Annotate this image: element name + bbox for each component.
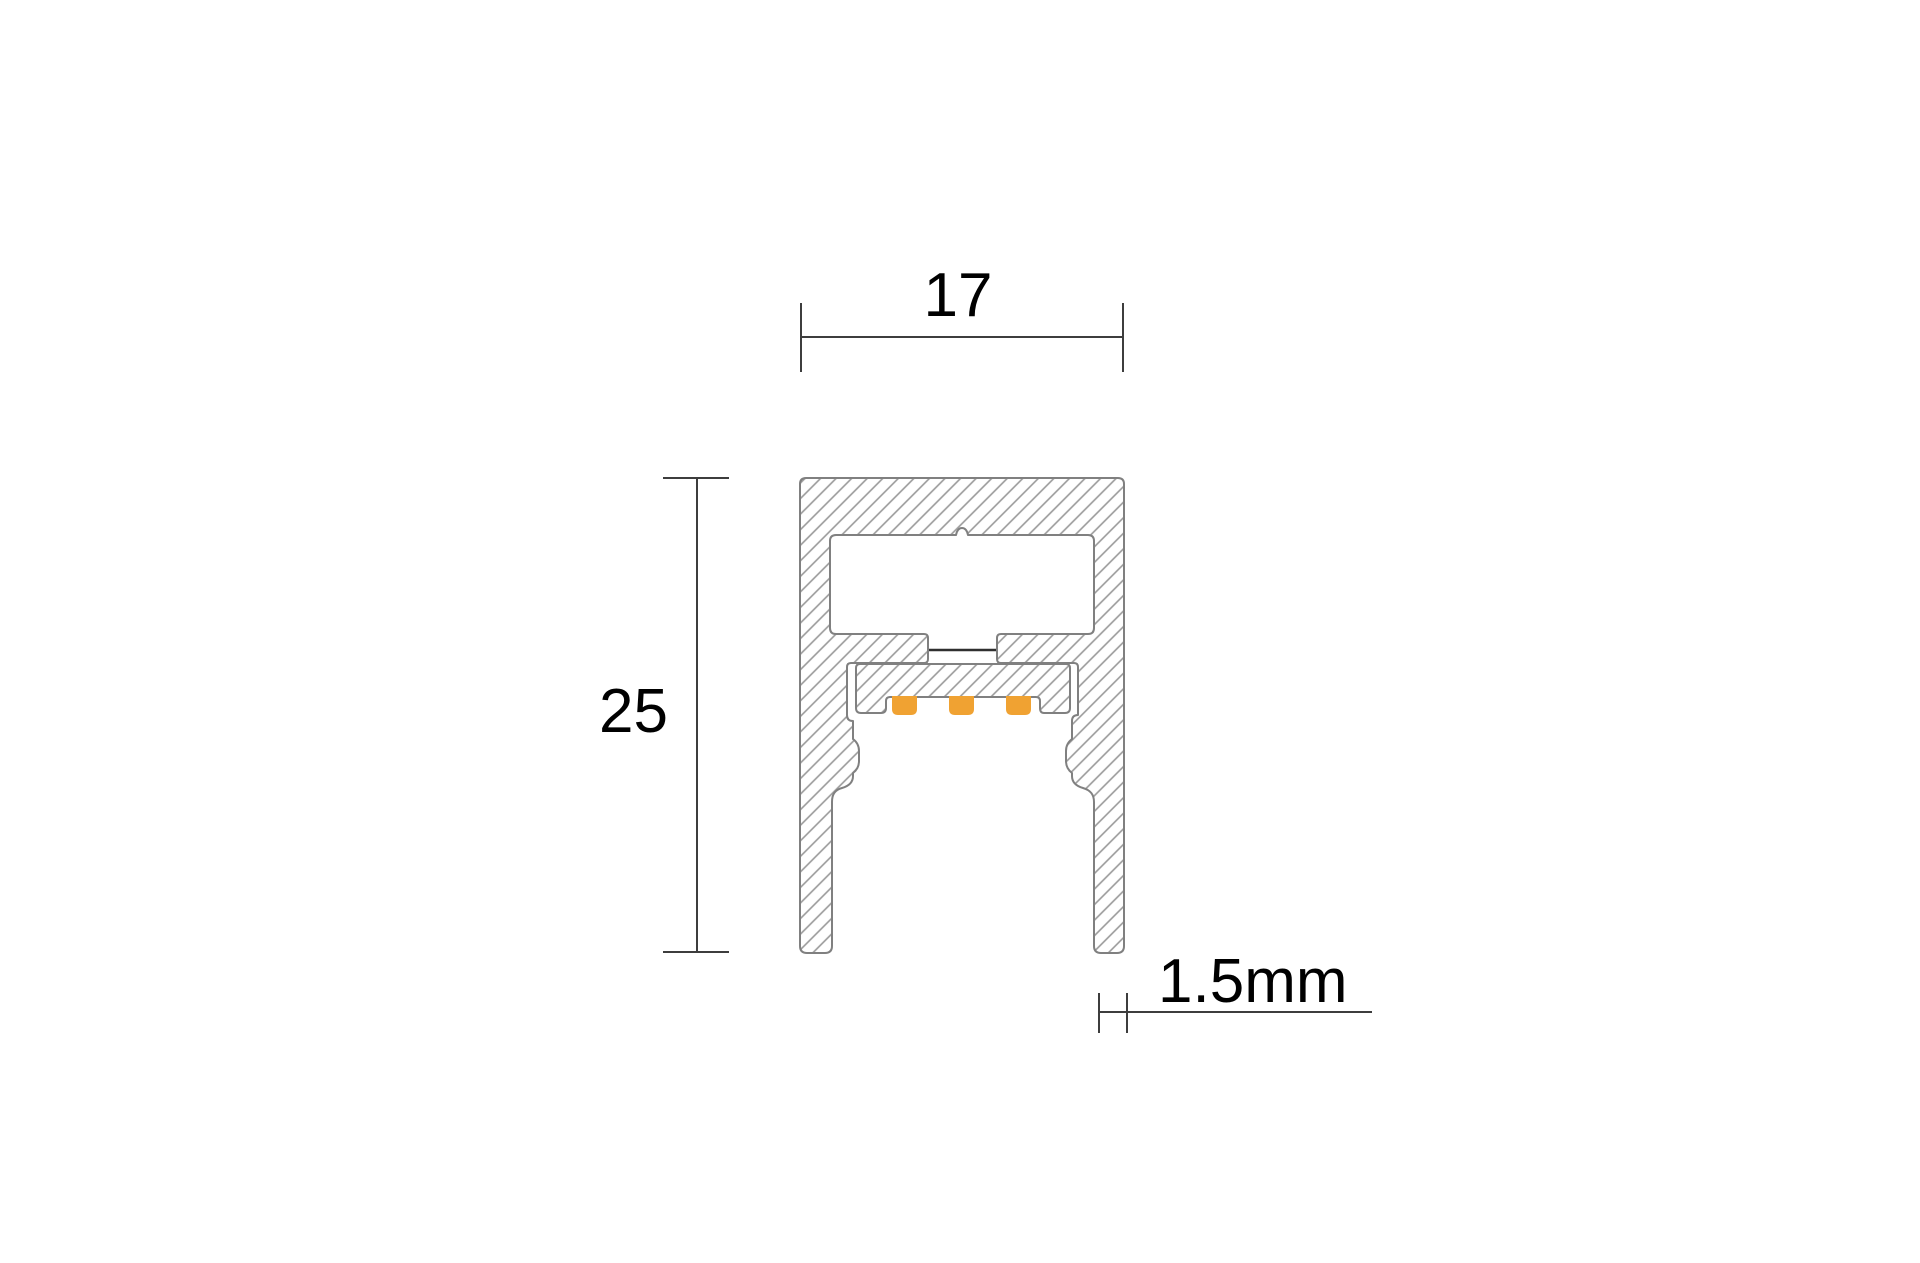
- dimension-wall-label: 1.5mm: [1158, 947, 1347, 1016]
- led-chip: [949, 696, 974, 715]
- led-chip: [1006, 696, 1031, 715]
- dimension-height-label: 25: [599, 677, 668, 746]
- dimension-width: 17: [800, 261, 1124, 372]
- dimension-height: 25: [599, 477, 729, 953]
- dimension-wall-thickness: 1.5mm: [1098, 947, 1372, 1033]
- led-strip-holder: [855, 663, 1071, 714]
- dimension-width-label: 17: [924, 261, 993, 330]
- led-chip: [892, 696, 917, 715]
- profile-body-section: [799, 477, 1125, 954]
